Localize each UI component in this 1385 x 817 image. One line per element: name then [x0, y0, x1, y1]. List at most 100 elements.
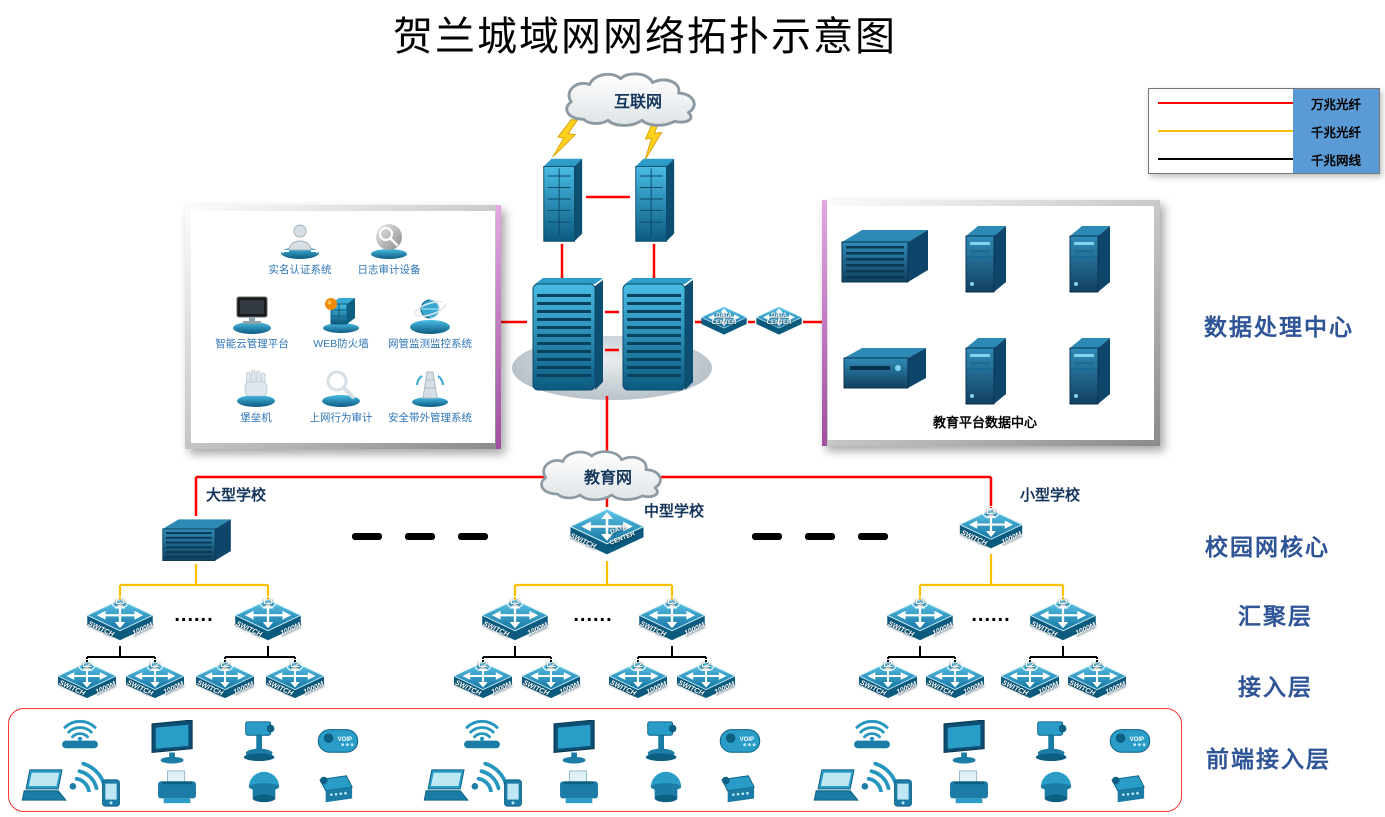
security-item-label: 网管监测监控系统 — [388, 338, 472, 350]
switch-center-label: CENTER — [766, 320, 792, 327]
l2-badge: L2 — [946, 659, 964, 671]
school-label-large: 大型学校 — [206, 487, 267, 504]
l2-badge: L2 — [697, 659, 715, 671]
security-item: 上网行为审计 — [298, 368, 384, 425]
smartphone-icon — [96, 778, 126, 808]
tower-server-icon — [1062, 224, 1114, 296]
pc-monitor-icon — [550, 720, 602, 764]
voip-phone: VOIP — [718, 724, 762, 756]
identity-icon — [278, 220, 322, 260]
school-label-small: 小型学校 — [1020, 487, 1081, 504]
1g-fiber-lines — [118, 554, 1065, 600]
ptz-camera-icon — [1032, 718, 1076, 762]
bastion-icon — [234, 368, 278, 408]
security-item-label: 安全带外管理系统 — [388, 412, 472, 424]
security-item: 实名认证系统 — [257, 220, 343, 277]
printer-icon — [154, 770, 200, 806]
l2-badge: L2 — [286, 659, 304, 671]
legend-label: 万兆光纤 — [1293, 89, 1379, 117]
security-item: 安全带外管理系统 — [383, 368, 477, 425]
l3-badge: L3 — [911, 596, 929, 608]
pos-terminal-icon — [716, 772, 762, 806]
ptz-camera-icon — [240, 718, 284, 762]
l2-badge: L2 — [216, 659, 234, 671]
switch-center-label: CENTER — [711, 320, 737, 327]
security-item: 堡垒机 — [213, 368, 299, 425]
legend-line-1g-cable — [1158, 157, 1293, 161]
voip-phone: VOIP — [1108, 724, 1152, 756]
printer-icon — [946, 770, 992, 806]
internet-cloud-label: 互联网 — [613, 94, 662, 111]
smartphone-icon — [498, 778, 528, 808]
security-item: WEB防火墙 — [298, 294, 384, 351]
layer-label-datacenter: 数据处理中心 — [1204, 314, 1354, 340]
legend-row: 千兆网线 — [1149, 145, 1379, 173]
layer-label-aggregation: 汇聚层 — [1238, 603, 1313, 629]
pos-terminal-icon — [1106, 772, 1152, 806]
switch-data-label: DATA — [771, 313, 787, 320]
legend: 万兆光纤 千兆光纤 千兆网线 — [1148, 88, 1380, 174]
laptop-icon — [422, 768, 472, 804]
security-item-label: 智能云管理平台 — [215, 338, 289, 350]
netlog-icon — [319, 368, 363, 408]
pc-monitor-icon — [940, 720, 992, 764]
voip-label: VOIP — [1129, 737, 1144, 743]
laptop-icon — [20, 768, 70, 804]
ellipsis-separator: ...... — [174, 604, 214, 626]
school-label-medium: 中型学校 — [644, 503, 705, 520]
legend-label: 千兆网线 — [1293, 145, 1379, 173]
waf-icon — [319, 294, 363, 334]
wireless-ap-icon — [58, 718, 102, 752]
cloud-mgmt-icon — [230, 294, 274, 334]
layer-label-campus-core: 校园网核心 — [1205, 534, 1330, 560]
l3-badge: L3 — [506, 596, 524, 608]
security-item: 网管监测监控系统 — [383, 294, 477, 351]
l3-badge: L3 — [111, 596, 129, 608]
security-item-label: 实名认证系统 — [268, 264, 332, 276]
l2-badge: L2 — [629, 659, 647, 671]
edge-firewall-icon — [538, 156, 586, 244]
tower-server-icon — [958, 336, 1010, 408]
l2-badge: L2 — [879, 659, 897, 671]
legend-row: 千兆光纤 — [1149, 117, 1379, 145]
pc-monitor-icon — [148, 720, 200, 764]
dome-camera-icon — [646, 768, 686, 804]
education-cloud: 教育网 — [530, 448, 686, 504]
smartphone-icon — [888, 778, 918, 808]
education-cloud-label: 教育网 — [583, 470, 632, 487]
l2-badge: L2 — [146, 659, 164, 671]
ellipsis-separator: ...... — [573, 604, 613, 626]
security-item: 智能云管理平台 — [209, 294, 295, 351]
l2-badge: L2 — [1088, 659, 1106, 671]
net-monitor-icon — [408, 294, 452, 334]
core-switch-icon — [527, 278, 607, 396]
frontend-boundary — [8, 708, 1182, 812]
voip-label: VOIP — [739, 737, 754, 743]
l3-badge: L3 — [982, 506, 1000, 518]
wireless-ap-icon — [460, 718, 504, 752]
school-core-router-icon — [158, 514, 234, 566]
internet-cloud: 互联网 — [552, 70, 724, 130]
l2-badge: L2 — [1021, 659, 1039, 671]
voip-phone: VOIP — [316, 724, 360, 756]
